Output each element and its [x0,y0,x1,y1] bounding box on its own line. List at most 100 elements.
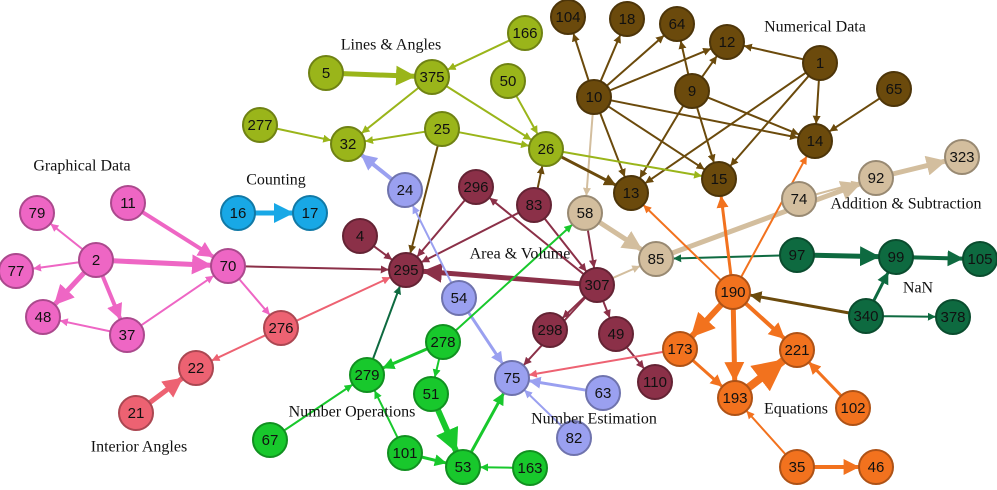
node-12: 12 [709,24,745,60]
node-48: 48 [25,299,61,335]
node-53: 53 [445,449,481,485]
node-16: 16 [220,195,256,231]
node-circle-11 [110,185,146,221]
node-circle-82 [556,420,592,456]
edge-35-to-193 [746,410,787,456]
edge-307-to-49 [602,299,611,319]
node-276: 276 [263,310,299,346]
group-label-addition-subtraction: Addition & Subtraction [830,196,981,213]
node-circle-37 [109,317,145,353]
edge-83-to-295 [421,211,520,263]
group-label-numerical-data: Numerical Data [764,19,866,36]
node-77: 77 [0,253,34,289]
node-label-85: 85 [648,251,665,268]
node-label-190: 190 [720,284,745,301]
edge-54-to-75 [466,310,504,365]
node-67: 67 [252,422,288,458]
node-110: 110 [637,364,673,400]
edge-37-to-70 [140,275,215,327]
edge-54-to-24 [412,205,453,284]
edge-11-to-70 [140,210,215,259]
edge-10-to-14 [609,99,799,141]
node-circle-340 [848,298,884,334]
node-label-102: 102 [840,400,865,417]
node-25: 25 [424,111,460,147]
edge-193-to-221 [744,357,787,392]
edge-307-to-298 [562,295,586,319]
node-label-105: 105 [967,251,992,268]
node-51: 51 [413,376,449,412]
node-label-375: 375 [419,69,444,86]
edge-340-to-378 [882,312,936,321]
node-circle-9 [674,73,710,109]
group-label-equations: Equations [764,401,828,418]
edge-10-to-18 [599,34,621,83]
node-340: 340 [848,298,884,334]
node-label-35: 35 [789,459,806,476]
node-label-166: 166 [512,25,537,42]
node-26: 26 [528,131,564,167]
node-circle-48 [25,299,61,335]
edge-65-to-14 [829,97,881,133]
edge-5-to-375 [340,65,417,86]
edge-166-to-375 [447,39,511,71]
node-label-323: 323 [949,149,974,166]
group-label-area-volume: Area & Volume [470,246,571,263]
edge-10-to-104 [572,33,590,82]
node-circle-54 [441,280,477,316]
node-circle-75 [494,360,530,396]
edge-1-to-13 [644,71,807,184]
edge-101-to-279 [373,390,399,439]
node-323: 323 [944,139,980,175]
node-circle-190 [715,274,751,310]
edge-278-to-58 [454,224,573,332]
node-10: 10 [576,79,612,115]
node-circle-16 [220,195,256,231]
node-277: 277 [242,107,278,143]
node-label-24: 24 [397,182,414,199]
edge-9-to-64 [678,40,690,76]
node-label-32: 32 [340,136,357,153]
edge-307-to-295 [421,262,583,287]
node-circle-49 [598,316,634,352]
node-circle-18 [609,1,645,37]
edge-24-to-32 [360,153,394,182]
node-221: 221 [779,332,815,368]
node-label-18: 18 [619,11,636,28]
edge-25-to-32 [364,130,427,145]
node-circle-5 [308,55,344,91]
node-label-279: 279 [354,367,379,384]
node-circle-102 [835,390,871,426]
node-circle-375 [414,59,450,95]
group-label-lines-angles: Lines & Angles [341,37,441,54]
node-circle-279 [349,357,385,393]
edge-190-to-221 [743,301,786,340]
node-label-10: 10 [586,89,603,106]
edge-70-to-295 [244,265,389,274]
edge-307-to-296 [489,197,585,276]
node-circle-64 [659,6,695,42]
node-190: 190 [715,274,751,310]
node-label-97: 97 [789,247,806,264]
node-label-277: 277 [247,117,272,134]
node-circle-323 [944,139,980,175]
edge-25-to-295 [408,144,439,254]
edge-1-to-12 [743,43,805,61]
node-63: 63 [585,375,621,411]
node-83: 83 [516,187,552,223]
node-circle-22 [178,350,214,386]
node-102: 102 [835,390,871,426]
group-label-number-operations: Number Operations [289,404,416,421]
edge-26-to-13 [559,155,617,187]
edge-9-to-14 [706,96,800,136]
node-label-46: 46 [868,459,885,476]
node-79: 79 [19,195,55,231]
edge-340-to-190 [749,291,851,315]
node-375: 375 [414,59,450,95]
node-label-340: 340 [853,308,878,325]
edge-296-to-295 [416,199,466,258]
edge-190-to-13 [642,204,722,282]
edge-10-to-15 [607,105,705,171]
node-circle-63 [585,375,621,411]
